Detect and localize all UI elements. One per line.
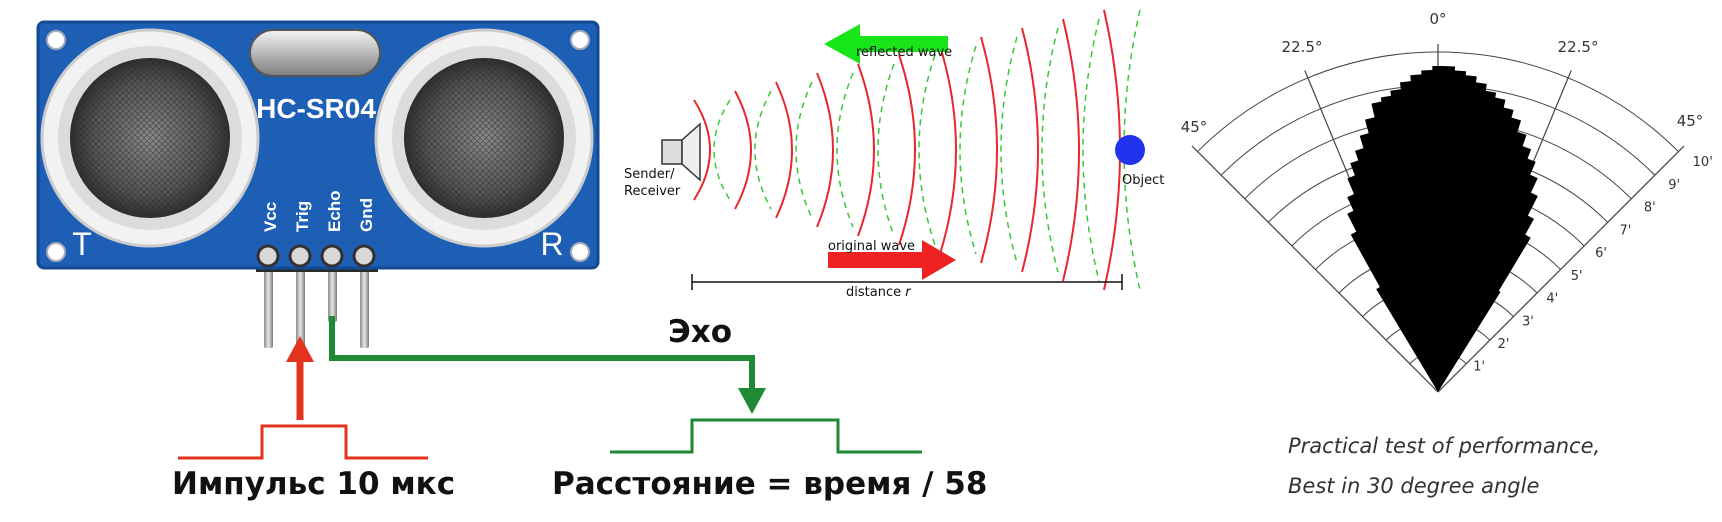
pin-pad (288, 244, 312, 268)
transmitter-label: T (72, 226, 92, 262)
reflected-wave-arc (1041, 27, 1059, 273)
reflected-wave-label: reflected wave (856, 45, 952, 60)
beam-caption-line2: Best in 30 degree angle (1288, 474, 1540, 498)
original-wave-arc (1021, 27, 1039, 273)
mount-hole (46, 242, 66, 262)
receiver-label-text: Receiver (624, 184, 681, 199)
pin-pad (256, 244, 280, 268)
trigger-arrow-head (286, 336, 314, 362)
beam-angle-spoke (1437, 145, 1685, 393)
pin-leg-gnd (360, 262, 369, 348)
original-wave-arc (898, 54, 916, 246)
reflected-wave-arc (1123, 9, 1141, 291)
angle-label-45-right: 45° (1677, 112, 1704, 130)
angle-label-225-left: 22.5° (1282, 38, 1323, 56)
reflected-wave-arc (836, 72, 854, 228)
beam-range-label: 8' (1644, 201, 1656, 216)
reflected-wave-arc (877, 63, 895, 237)
original-wave-arc (816, 72, 834, 228)
object-ball (1115, 135, 1145, 165)
original-wave-arrow (828, 240, 956, 280)
pulse-label: Импульс 10 мкс (172, 466, 456, 502)
beam-angle-spoke (1191, 145, 1439, 393)
reflected-wave-arc (959, 45, 977, 255)
echo-line (329, 316, 755, 390)
echo-label: Эхо (668, 314, 733, 350)
beam-range-label: 2' (1498, 337, 1510, 352)
pin-leg-vcc (264, 262, 273, 348)
pin-pad (352, 244, 376, 268)
beam-range-label: 9' (1668, 178, 1680, 193)
receiver-label: R (540, 226, 563, 262)
beam-range-label: 4' (1546, 292, 1558, 307)
pin-leg-echo (328, 262, 337, 322)
hc-sr04-module: HC-SR04 T R Vcc Trig Echo Gnd (36, 20, 600, 348)
beam-range-label: 7' (1620, 223, 1632, 238)
reflected-wave-arc (713, 99, 731, 201)
original-wave-arc (734, 90, 752, 210)
distance-formula-label: Расстояние = время / 58 (552, 466, 988, 502)
original-wave-arc (775, 81, 793, 219)
mount-hole (570, 242, 590, 262)
model-label: HC-SR04 (256, 93, 376, 124)
beam-caption-line1: Practical test of performance, (1288, 434, 1601, 458)
distance-label: distance r (846, 285, 912, 300)
reflected-wave-arrow (824, 24, 948, 64)
beam-range-label: 1' (1473, 360, 1485, 375)
pin-label-trig: Trig (293, 201, 312, 232)
pin-label-vcc: Vcc (261, 202, 280, 232)
original-wave-arc (939, 45, 957, 255)
echo-signal (329, 316, 922, 454)
original-wave-arc (1062, 18, 1080, 282)
pin-label-gnd: Gnd (357, 198, 376, 232)
crystal-oscillator (249, 29, 381, 77)
echo-pulse-waveform (610, 418, 922, 454)
mount-hole (46, 30, 66, 50)
beam-range-label: 5' (1571, 269, 1583, 284)
original-wave-arc (980, 36, 998, 264)
trigger-pulse-waveform (178, 424, 428, 460)
pin-label-echo: Echo (325, 190, 344, 232)
sender-label: Sender/ (624, 167, 675, 182)
wave-propagation-diagram: Sender/ Receiver Object reflected wave o… (624, 9, 1164, 300)
transmitter-transducer (40, 28, 260, 248)
mount-hole (570, 30, 590, 50)
beam-measured-pattern (1347, 66, 1538, 392)
beam-range-label: 6' (1595, 246, 1607, 261)
reflected-wave-arc (795, 81, 813, 219)
angle-label-225-right: 22.5° (1558, 38, 1599, 56)
original-wave-label: original wave (828, 239, 915, 254)
original-wave-arc (693, 99, 711, 201)
beam-range-label: 10' (1693, 155, 1713, 170)
speaker-icon (661, 122, 701, 182)
original-wave-arc (857, 63, 875, 237)
beam-pattern-chart: 1' 2' 3' 4' 5' 6' 7' 8' 9' 10' 0° 22.5° 22.5° 45°… (1181, 10, 1713, 393)
angle-label-45-left: 45° (1181, 118, 1208, 136)
beam-range-label: 3' (1522, 314, 1534, 329)
echo-arrow-head (738, 388, 766, 414)
trigger-signal (178, 336, 428, 460)
angle-label-0: 0° (1429, 10, 1446, 28)
pin-leg-trig (296, 262, 305, 348)
object-label: Object (1122, 173, 1164, 188)
receiver-transducer (374, 28, 594, 248)
reflected-wave-arc (918, 54, 936, 246)
reflected-wave-arc (1082, 18, 1100, 282)
reflected-wave-arc (754, 90, 772, 210)
pin-pad (320, 244, 344, 268)
beam-range-labels: 1' 2' 3' 4' 5' 6' 7' 8' 9' 10' (1473, 155, 1713, 375)
reflected-wave-arc (1000, 36, 1018, 264)
distance-bar (691, 274, 1123, 290)
